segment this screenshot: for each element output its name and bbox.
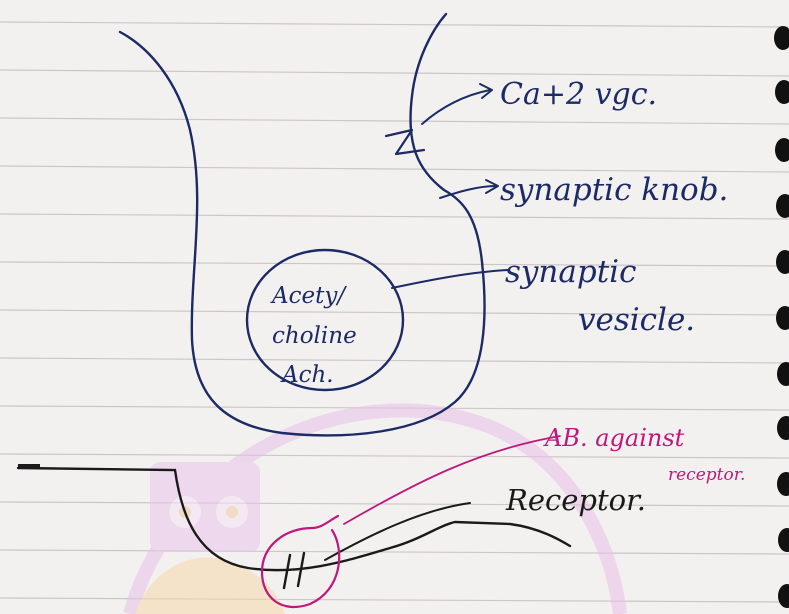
vesicle-text-3: Ach. [280,362,334,388]
label-receptor: Receptor. [505,483,646,517]
ruled-line [0,550,789,554]
binder-hole [778,584,789,608]
label-synaptic-knob: synaptic knob. [500,172,728,208]
ruled-line [0,70,789,76]
arrow-synaptic-knob [440,180,498,198]
ruled-line [0,358,789,363]
ruled-line [0,22,789,27]
watermark-pupil [226,506,238,518]
ruled-line [0,118,789,124]
binder-hole [775,80,789,104]
ruled-line [0,214,789,219]
binder-hole [777,472,789,496]
pointer-synaptic-vesicle [392,270,508,288]
binder-hole [777,362,789,386]
label-synaptic-vesicle-1: synaptic [505,254,636,290]
label-antibody-2: receptor. [668,465,745,485]
ruled-line [0,502,789,506]
label-synaptic-vesicle-2: vesicle. [578,302,695,338]
binder-hole [778,528,789,552]
ruled-line [0,262,789,266]
binder-hole [775,138,789,162]
binder-hole [777,416,789,440]
binder-holes [774,26,789,608]
binder-hole [776,194,789,218]
postsynaptic-membrane [18,468,570,570]
binder-hole [776,306,789,330]
label-ca-vgc: Ca+2 vgc. [500,77,657,112]
label-antibody-1: AB. against [543,424,685,452]
ruled-line [0,454,789,458]
vesicle-text-2: choline [272,323,357,349]
arrow-ca-vgc [422,84,492,124]
binder-hole [774,26,789,50]
calcium-channel-mark [386,130,424,154]
ruled-line [0,598,789,602]
binder-hole [776,250,789,274]
vesicle-text-1: Acety/ [270,283,347,309]
